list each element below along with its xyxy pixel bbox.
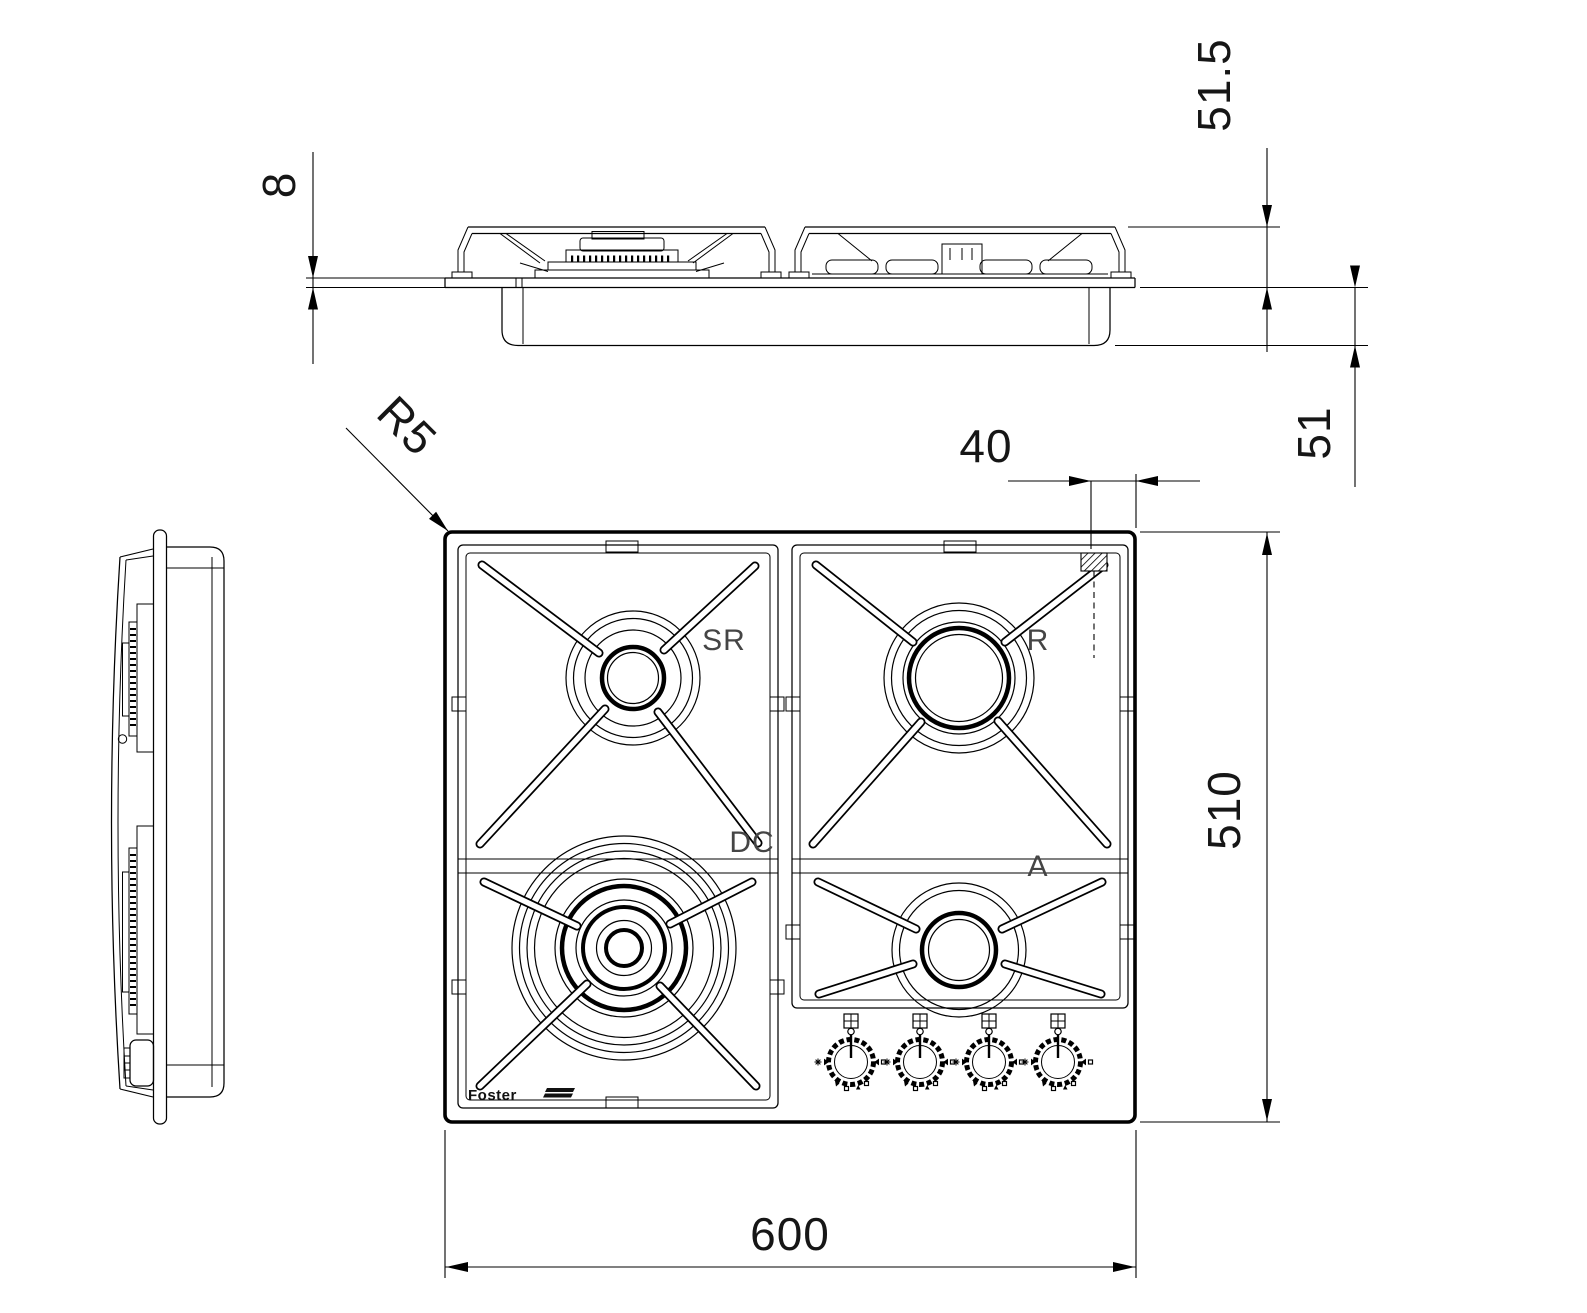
- brand-logo-text: Foster: [468, 1087, 517, 1104]
- burner-semi-rapid: [565, 610, 701, 746]
- burner-label-auxiliary: A: [1027, 850, 1048, 883]
- dimension-overall-depth: 510: [1140, 531, 1280, 1123]
- burner-label-dual-crown: DC: [729, 826, 774, 859]
- dim-text-510: 510: [1198, 770, 1250, 850]
- glass-panel-profile: [444, 277, 1136, 289]
- dimension-corner-radius: R5: [345, 386, 449, 532]
- igniter-reference: [1080, 552, 1108, 658]
- burner-label-semi-rapid: SR: [702, 624, 746, 657]
- plan-left-pan-support: [451, 540, 785, 1109]
- brand-logo: Foster: [468, 1087, 575, 1104]
- dim-text-51-5: 51.5: [1188, 38, 1240, 132]
- burner-label-rapid: R: [1027, 624, 1050, 657]
- dimension-height-below: 51: [1115, 265, 1368, 487]
- hob-body-profile: [501, 287, 1111, 347]
- side-elevation-view: [110, 529, 225, 1125]
- dim-text-r5: R5: [367, 386, 447, 466]
- dimension-height-above: 51.5: [1128, 38, 1368, 352]
- hob-glass-outline: [443, 530, 1137, 1124]
- burner-control-knob-2: [884, 1014, 955, 1091]
- plan-right-pan-support: [785, 540, 1135, 1009]
- side-glass-panel: [152, 529, 168, 1125]
- burner-auxiliary: [891, 882, 1027, 1018]
- front-dc-burner-profile: [519, 231, 725, 278]
- dim-text-51: 51: [1288, 406, 1340, 459]
- burner-dual-crown: [511, 835, 737, 1061]
- side-hob-body: [166, 546, 225, 1098]
- front-elevation-view: [444, 226, 1136, 347]
- dim-text-600: 600: [750, 1208, 830, 1260]
- trivet-arms: [475, 560, 1112, 1091]
- front-small-burner-caps: [812, 243, 1108, 275]
- burner-control-knob-1: [815, 1014, 886, 1091]
- dim-text-8: 8: [253, 172, 305, 199]
- control-knob-row: [815, 1014, 1093, 1091]
- dimension-overall-width: 600: [444, 1130, 1137, 1278]
- side-upper-burner-profile: [117, 603, 154, 753]
- plan-view: SR R DC A Foster: [443, 530, 1137, 1124]
- dimension-glass-thickness: 8: [253, 152, 445, 364]
- side-lower-burner-profile: [122, 825, 154, 1035]
- side-control-knob-profile: [123, 1039, 155, 1087]
- burner-rapid: [883, 602, 1035, 754]
- brand-logo-flag-icon: [543, 1088, 575, 1098]
- burner-control-knob-3: [953, 1014, 1024, 1091]
- front-left-pan-support: [451, 226, 782, 279]
- dim-text-40: 40: [959, 420, 1012, 472]
- dimension-igniter-inset: 40: [959, 420, 1200, 549]
- front-right-pan-support: [788, 226, 1132, 279]
- burner-control-knob-4: [1022, 1014, 1093, 1091]
